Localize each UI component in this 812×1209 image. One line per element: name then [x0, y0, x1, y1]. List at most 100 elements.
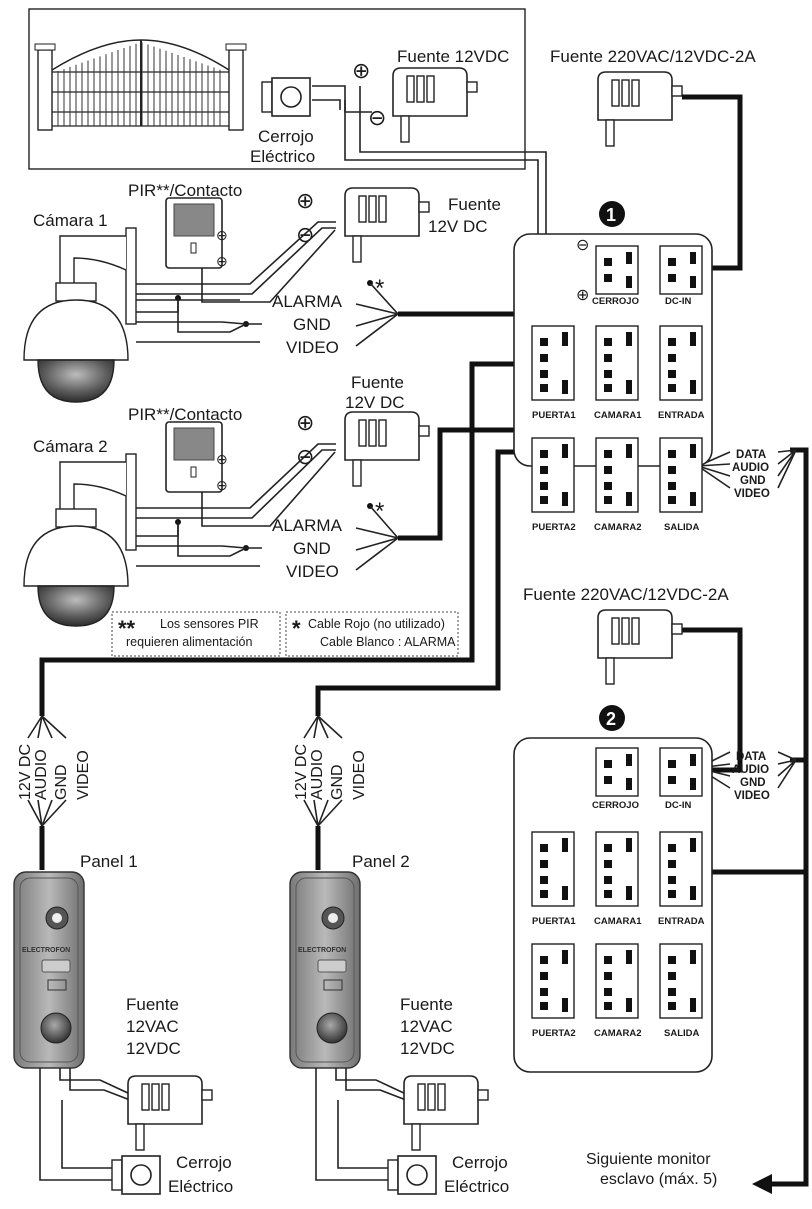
conn-camara1-2: CAMARA1: [594, 916, 642, 927]
salida2-data: DATA: [736, 751, 766, 763]
salida1-gnd: GND: [740, 475, 766, 487]
fuente-cam2-label-b: 12V DC: [345, 393, 405, 412]
power-supply-panel1-icon: [127, 1075, 213, 1151]
note-pir-line2: requieren alimentación: [126, 635, 253, 649]
panel-1-label: Panel 1: [80, 852, 138, 871]
fuente-cam1-label-b: 12V DC: [428, 217, 488, 236]
cam1-psu-plus: ⊕: [296, 188, 314, 213]
salida2-audio: AUDIO: [732, 764, 769, 776]
fuente-cam2-label-a: Fuente: [351, 373, 404, 392]
gnd-label-1: GND: [293, 315, 331, 334]
door-panel-1-icon: ELECTROFON: [13, 871, 85, 1069]
gnd-label-2: GND: [293, 539, 331, 558]
lock-icon: [261, 77, 311, 117]
conn-dcin-2: DC-IN: [665, 800, 692, 811]
conn-puerta2-1: PUERTA2: [532, 522, 576, 533]
monitor-2: 2 CERROJO DC-IN PUERTA1 CAMARA1 ENTRADA …: [513, 705, 713, 1073]
fuente-panel2-b: 12VAC: [400, 1017, 453, 1036]
pir-2-label: PIR**/Contacto: [128, 405, 242, 424]
pir1-plus: ⊕: [216, 227, 228, 243]
power-supply-icon-220-2: [597, 609, 683, 685]
minus-symbol: ⊖: [368, 105, 386, 130]
fuente-panel2-a: Fuente: [400, 995, 453, 1014]
plus-symbol: ⊕: [352, 58, 370, 83]
salida1-audio: AUDIO: [732, 462, 769, 474]
pir-sensor-1-icon: [165, 197, 223, 269]
fuente-220-label-2: Fuente 220VAC/12VDC-2A: [523, 585, 729, 604]
conn-salida-1: SALIDA: [664, 522, 700, 533]
fuente-panel1-c: 12VDC: [126, 1039, 181, 1058]
cerrojo-label: Cerrojo: [258, 127, 314, 146]
conn-cerrojo-1: CERROJO: [592, 296, 639, 307]
panel-1-wire-labels: 12V DC AUDIO GND VIDEO: [17, 715, 92, 870]
monitor-2-number: 2: [606, 709, 616, 729]
monitor1-plus: ⊕: [576, 287, 589, 304]
panel1-audio: AUDIO: [33, 749, 50, 800]
conn-camara1-1: CAMARA1: [594, 410, 642, 421]
note-cable-line1: Cable Rojo (no utilizado): [308, 617, 445, 631]
note-pir-line1: Los sensores PIR: [160, 617, 259, 631]
lock-panel1-icon: [111, 1155, 161, 1195]
panel1-brand: ELECTROFON: [22, 947, 70, 954]
panel1-gnd: GND: [53, 764, 70, 800]
fuente-cam1-label-a: Fuente: [448, 195, 501, 214]
salida2-gnd: GND: [740, 777, 766, 789]
monitor-1-number: 1: [606, 205, 616, 225]
video-label-1: VIDEO: [286, 338, 339, 357]
conn-camara2-1: CAMARA2: [594, 522, 642, 533]
note-pir: ** Los sensores PIR requieren alimentaci…: [111, 611, 281, 657]
fuente-220-label-1: Fuente 220VAC/12VDC-2A: [550, 47, 756, 66]
panel2-audio: AUDIO: [309, 749, 326, 800]
note-cable-mark: *: [292, 616, 301, 641]
panel2-brand: ELECTROFON: [298, 947, 346, 954]
video-label-2: VIDEO: [286, 562, 339, 581]
panel-2-wire-labels: 12V DC AUDIO GND VIDEO: [293, 715, 368, 870]
monitor-1: 1 ⊖ ⊕ CERROJO DC-IN PUERTA1 CAMARA1 ENTR…: [513, 201, 713, 513]
pir2-minus: ⊖: [216, 477, 228, 493]
camera-1-label: Cámara 1: [33, 211, 108, 230]
door-panel-2-icon: ELECTROFON: [289, 871, 361, 1069]
fuente-12vdc-label: Fuente 12VDC: [397, 47, 509, 66]
pir2-plus: ⊕: [216, 451, 228, 467]
lock-panel2-icon: [387, 1155, 437, 1195]
panel1-video: VIDEO: [75, 750, 92, 800]
camera-2-icon: [23, 453, 137, 627]
asterisk-2: *: [375, 498, 384, 525]
panel1-12vdc: 12V DC: [17, 744, 34, 800]
note-pir-mark: **: [118, 616, 136, 641]
power-supply-panel2-icon: [403, 1075, 489, 1151]
salida2-video: VIDEO: [734, 790, 770, 802]
cerrojo-panel1-b: Eléctrico: [168, 1177, 233, 1196]
alarma-label-2: ALARMA: [272, 516, 343, 535]
cerrojo-panel2-a: Cerrojo: [452, 1153, 508, 1172]
conn-salida-2: SALIDA: [664, 1028, 700, 1039]
siguiente-label-1: Siguiente monitor: [586, 1151, 711, 1168]
salida1-video: VIDEO: [734, 488, 770, 500]
fuente-panel1-b: 12VAC: [126, 1017, 179, 1036]
asterisk-1: *: [375, 275, 384, 302]
cerrojo-panel2-b: Eléctrico: [444, 1177, 509, 1196]
electrico-label: Eléctrico: [250, 147, 315, 166]
pir1-minus: ⊖: [216, 253, 228, 269]
camera-2-label: Cámara 2: [33, 437, 108, 456]
conn-puerta1-2: PUERTA1: [532, 916, 576, 927]
camera-1-icon: [23, 227, 137, 403]
panel2-12vdc: 12V DC: [293, 744, 310, 800]
power-supply-icon-220-1: [597, 71, 683, 147]
fuente-panel1-a: Fuente: [126, 995, 179, 1014]
panel-2-label: Panel 2: [352, 852, 410, 871]
conn-cerrojo-2: CERROJO: [592, 800, 639, 811]
conn-puerta1-1: PUERTA1: [532, 410, 576, 421]
conn-entrada-2: ENTRADA: [658, 916, 705, 927]
panel2-video: VIDEO: [351, 750, 368, 800]
note-cable: * Cable Rojo (no utilizado) Cable Blanco…: [285, 611, 459, 657]
pir-sensor-2-icon: [165, 421, 223, 493]
conn-camara2-2: CAMARA2: [594, 1028, 642, 1039]
cam2-psu-plus: ⊕: [296, 410, 314, 435]
conn-puerta2-2: PUERTA2: [532, 1028, 576, 1039]
pir-1-label: PIR**/Contacto: [128, 181, 242, 200]
fuente-panel2-c: 12VDC: [400, 1039, 455, 1058]
gate-icon: [34, 39, 247, 131]
monitor1-minus: ⊖: [576, 237, 589, 254]
